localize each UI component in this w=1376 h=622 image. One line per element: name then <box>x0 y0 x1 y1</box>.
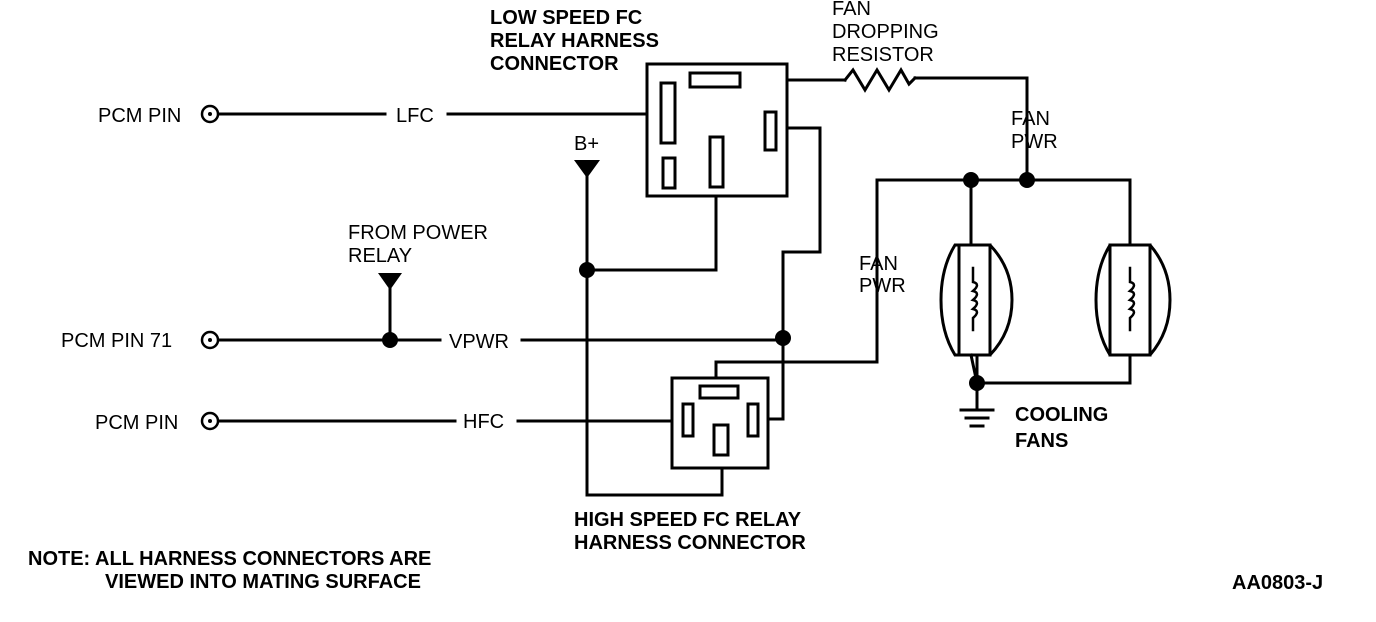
low-pin-left <box>659 81 677 145</box>
low-speed-fc-relay-connector <box>645 62 789 198</box>
bplus-label: B+ <box>574 133 599 155</box>
pcm-pin-hfc-label: PCM PIN <box>95 412 178 434</box>
resistor-right-lead <box>913 76 1029 182</box>
fan-dropping-resistor-label-line1: FAN <box>832 0 871 20</box>
ground-symbol <box>959 408 995 428</box>
note-line2: VIEWED INTO MATING SURFACE <box>105 571 421 593</box>
cooling-fan-2 <box>1094 243 1172 357</box>
cooling-fan-1 <box>939 243 1014 357</box>
pcm-pin-lfc-label: PCM PIN <box>98 105 181 127</box>
fan-pwr-lower-line2: PWR <box>859 275 906 297</box>
bplus-arrow <box>574 160 600 178</box>
low-pin-right <box>763 110 778 152</box>
fan-pwr-upper-line2: PWR <box>1011 131 1058 153</box>
high-pin-right <box>746 402 760 438</box>
power-relay-arrow <box>378 273 402 290</box>
pcm-pin-hfc-terminal <box>200 411 220 431</box>
cooling-fans-line1: COOLING <box>1015 404 1108 426</box>
fan-pwr-wire <box>714 178 1132 386</box>
low-pin-top <box>688 71 742 89</box>
figure-id: AA0803-J <box>1232 572 1323 594</box>
high-pin-bottom <box>712 423 730 457</box>
pcm-pin-71-label: PCM PIN 71 <box>61 330 172 352</box>
lfc-label: LFC <box>396 105 434 127</box>
cooling-fans-line2: FANS <box>1015 430 1068 452</box>
fan-pwr-upper-line1: FAN <box>1011 108 1050 130</box>
junction-dots <box>382 172 1035 391</box>
low-speed-title-line2: RELAY HARNESS <box>490 30 659 52</box>
low-right-to-vpwr-wire <box>770 126 822 342</box>
low-speed-title-line1: LOW SPEED FC <box>490 7 642 29</box>
pcm-pin-lfc-terminal <box>200 104 220 124</box>
vpwr-label: VPWR <box>449 331 509 353</box>
fan-dropping-resistor-label-line2: DROPPING <box>832 21 939 43</box>
high-speed-title-line1: HIGH SPEED FC RELAY <box>574 509 802 531</box>
high-pin-top <box>698 384 740 400</box>
fan-dropping-resistor-label-line3: RESISTOR <box>832 44 934 66</box>
fan-dropping-resistor <box>842 67 918 93</box>
low-pin-bottom-left <box>661 156 677 190</box>
low-speed-title-line3: CONNECTOR <box>490 53 619 75</box>
pcm-pin-71-terminal <box>200 330 220 350</box>
fan-pwr-lower-line1: FAN <box>859 253 898 275</box>
note-line1: NOTE: ALL HARNESS CONNECTORS ARE <box>28 548 431 570</box>
from-power-relay-line2: RELAY <box>348 245 412 267</box>
from-power-relay-line1: FROM POWER <box>348 222 488 244</box>
fan-ground-wire <box>975 353 1132 385</box>
high-pin-left <box>681 402 695 438</box>
high-speed-fc-relay-connector <box>670 376 770 470</box>
low-pin-bottom <box>708 135 725 189</box>
hfc-label: HFC <box>463 411 504 433</box>
high-speed-title-line2: HARNESS CONNECTOR <box>574 532 806 554</box>
